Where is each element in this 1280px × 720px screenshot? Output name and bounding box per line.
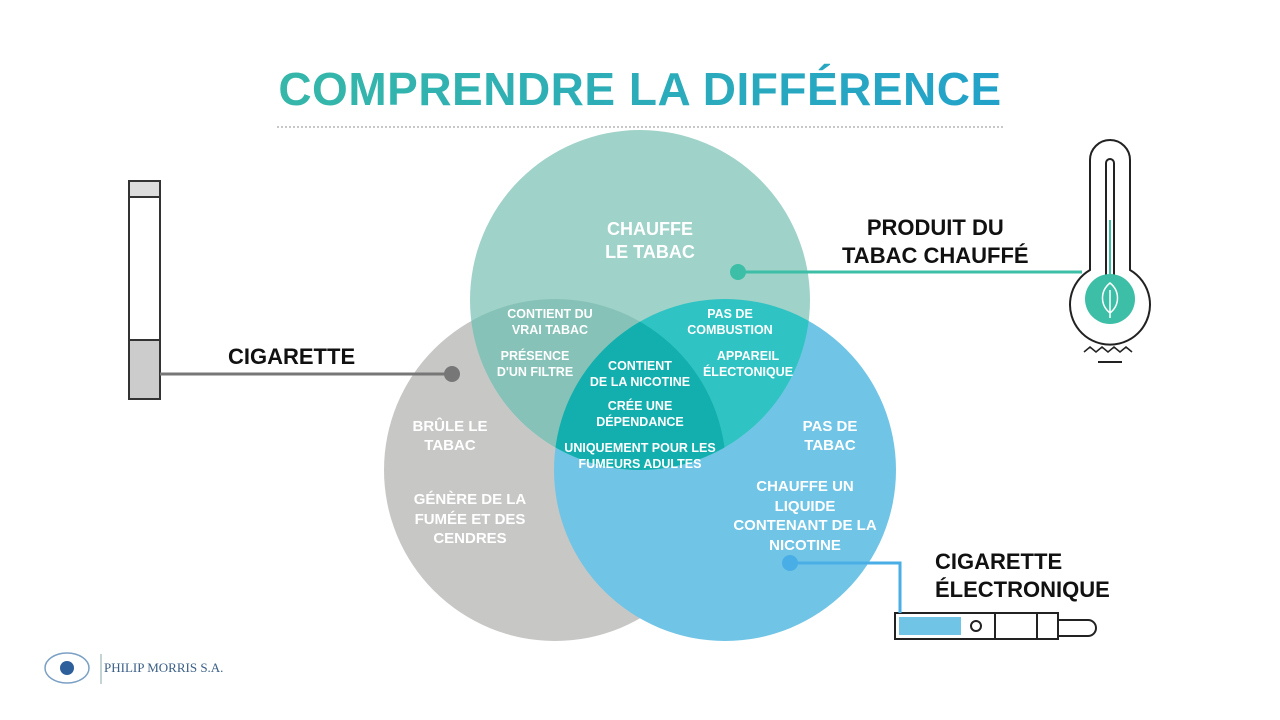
region-text-line: PAS DE <box>707 307 753 321</box>
region-text-line: CONTIENT <box>608 359 672 373</box>
cigarette-dot <box>444 366 460 382</box>
cig-only-text-b: GÉNÈRE DE LA FUMÉE ET DES CENDRES <box>405 490 535 549</box>
ecig-dot <box>782 555 798 571</box>
region-text-line: LIQUIDE <box>774 497 836 515</box>
ecig-only-text-b: CHAUFFE UN LIQUIDE CONTENANT DE LA NICOTINE <box>720 477 890 555</box>
region-text-line: CENDRES <box>433 530 507 547</box>
region-text-line: BRÛLE LE <box>412 418 488 435</box>
region-text-line: DÉPENDANCE <box>596 414 684 429</box>
heated-product-label: PRODUIT DU TABAC CHAUFFÉ <box>842 214 1029 269</box>
region-text-line: NICOTINE <box>769 536 841 554</box>
cigarette-icon <box>128 180 161 400</box>
region-text-line: UNIQUEMENT POUR LES <box>564 441 716 455</box>
region-text-line: DE LA NICOTINE <box>589 374 691 389</box>
region-text-line: D'UN FILTRE <box>496 364 574 379</box>
region-text-line: LE TABAC <box>605 241 695 262</box>
ecig-icon <box>894 612 1097 640</box>
region-text-line: CRÉE UNE <box>607 399 673 413</box>
cigarette-label: CIGARETTE <box>228 344 356 369</box>
region-text-line: CHAUFFE <box>607 219 693 239</box>
region-text-line: TABAC <box>804 436 856 454</box>
region-text-line: CHAUFFE UN <box>756 478 854 495</box>
region-text-line: VRAI TABAC <box>511 322 589 337</box>
region-text-line: TABAC <box>424 436 476 454</box>
title-divider <box>277 126 1003 128</box>
region-text-line: APPAREIL <box>716 349 780 363</box>
page-title: COMPRENDRE LA DIFFÉRENCE <box>0 62 1280 116</box>
heated-dot <box>730 264 746 280</box>
region-text-line: PAS DE <box>802 418 858 435</box>
ecig-connector <box>790 561 902 613</box>
philip-morris-logo-emblem <box>44 652 102 684</box>
ecig-label: CIGARETTE ÉLECTRONIQUE <box>935 548 1110 603</box>
ecig-label-line1: CIGARETTE <box>935 549 1063 574</box>
region-text-line: PRÉSENCE <box>500 349 570 363</box>
philip-morris-logo-text: PHILIP MORRIS S.A. <box>104 660 224 675</box>
heated-label-line2: TABAC CHAUFFÉ <box>842 242 1029 268</box>
region-text-line: FUMÉE ET DES <box>414 510 526 528</box>
thermometer-icon <box>1069 139 1151 363</box>
all-overlap <box>554 299 726 470</box>
region-text-line: COMBUSTION <box>687 322 773 337</box>
heated-label-line1: PRODUIT DU <box>866 215 1004 240</box>
ecig-label-line2: ÉLECTRONIQUE <box>935 576 1110 602</box>
region-text-line: FUMEURS ADULTES <box>578 456 702 471</box>
region-text-line: CONTENANT DE LA <box>733 517 877 534</box>
region-text-line: GÉNÈRE DE LA <box>413 491 527 508</box>
region-text-line: ÉLECTONIQUE <box>702 364 794 379</box>
region-text-line: CONTIENT DU <box>507 307 593 321</box>
